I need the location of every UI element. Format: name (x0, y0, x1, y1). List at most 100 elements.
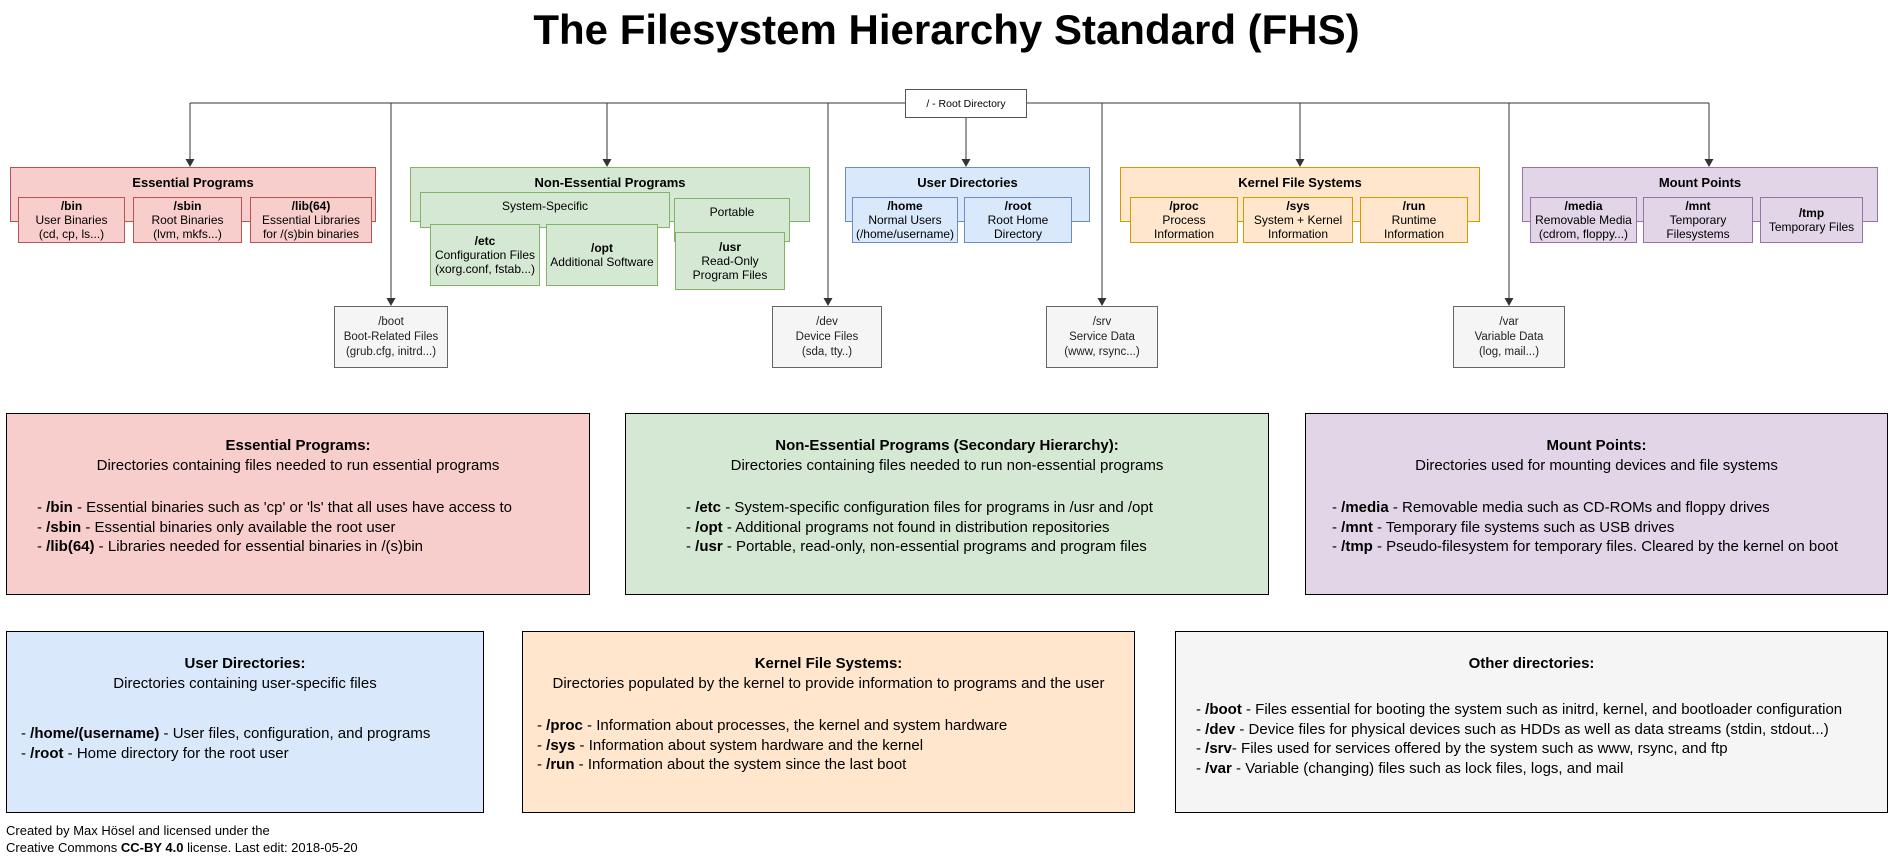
dir-detail: (/home/username) (855, 227, 955, 241)
item-term: /usr (695, 538, 723, 555)
node-proc: /proc Process Information (1130, 197, 1238, 243)
item-term: /dev (1205, 720, 1236, 738)
panel-item: - /dev - Device files for physical devic… (1196, 720, 1887, 740)
dir-detail: (grub.cfg, initrd...) (345, 345, 437, 358)
group-essential-programs-label: Essential Programs (132, 175, 254, 190)
item-desc: - Variable (changing) files such as lock… (1231, 759, 1624, 777)
item-desc: - Pseudo-filesystem for temporary files.… (1372, 538, 1839, 555)
dir-detail: (xorg.conf, fstab...) (434, 262, 536, 276)
node-mnt: /mnt Temporary Filesystems (1643, 197, 1753, 243)
panel-item: - /var - Variable (changing) files such … (1196, 759, 1887, 779)
dir-name: /bin (60, 199, 83, 213)
item-desc: - User files, configuration, and program… (159, 725, 431, 742)
dir-name: /root (1004, 199, 1032, 213)
panel-item: - /srv- Files used for services offered … (1196, 739, 1887, 759)
panel-subtitle: Directories containing files needed to r… (730, 457, 1164, 474)
panel-items: - /proc - Information about processes, t… (523, 716, 1134, 775)
panel-item: - /run - Information about the system si… (537, 755, 1134, 775)
bullet: - (1332, 499, 1342, 516)
panel-mount-points: Mount Points: Directories used for mount… (1305, 413, 1888, 595)
panel-item: - /usr - Portable, read-only, non-essent… (686, 537, 1268, 557)
item-desc: - Information about system hardware and … (575, 736, 924, 754)
dir-detail: Information (1383, 227, 1445, 241)
dir-desc: Service Data (1069, 330, 1135, 343)
panel-item: - /boot - Files essential for booting th… (1196, 700, 1887, 720)
node-dev: /dev Device Files (sda, tty..) (772, 306, 882, 368)
page-title: The Filesystem Hierarchy Standard (FHS) (533, 6, 1360, 53)
root-directory-node: / - Root Directory (905, 89, 1027, 118)
dir-detail: (lvm, mkfs...) (153, 227, 222, 241)
dir-name: /sbin (173, 199, 202, 213)
dir-desc: Temporary Files (1768, 220, 1855, 234)
panel-subtitle: Directories containing files needed to r… (96, 457, 500, 474)
node-etc: /etc Configuration Files (xorg.conf, fst… (430, 224, 540, 286)
panel-item: - /home/(username) - User files, configu… (21, 724, 483, 744)
panel-non-essential-programs: Non-Essential Programs (Secondary Hierar… (625, 413, 1269, 595)
node-sbin: /sbin Root Binaries (lvm, mkfs...) (133, 197, 242, 243)
item-desc: - Temporary file systems such as USB dri… (1372, 518, 1675, 536)
dir-detail: Information (1153, 227, 1215, 241)
dir-detail: (sda, tty..) (801, 345, 853, 358)
item-desc: - Additional programs not found in distr… (722, 518, 1110, 536)
panel-items: - /bin - Essential binaries such as 'cp'… (7, 498, 589, 557)
license-name: CC-BY 4.0 (120, 840, 184, 855)
dir-name: /dev (816, 315, 838, 328)
item-term: /srv (1205, 740, 1232, 757)
node-boot: /boot Boot-Related Files (grub.cfg, init… (334, 306, 448, 368)
panel-item: - /opt - Additional programs not found i… (686, 518, 1268, 538)
dir-desc: Removable Media (1535, 213, 1632, 227)
subgroup-system-specific-label: System-Specific (501, 199, 589, 213)
item-term: /sys (546, 736, 576, 754)
bullet: - (1332, 518, 1342, 536)
node-srv: /srv Service Data (www, rsync...) (1046, 306, 1158, 368)
bullet: - (1196, 720, 1206, 738)
group-kernel-file-systems-label: Kernel File Systems (1238, 175, 1362, 190)
panel-other-directories: Other directories: - /boot - Files essen… (1175, 631, 1888, 813)
subgroup-portable-label: Portable (709, 205, 755, 219)
dir-detail: (www, rsync...) (1064, 345, 1140, 358)
panel-item: - /proc - Information about processes, t… (537, 716, 1134, 736)
dir-name: /mnt (1685, 199, 1711, 213)
dir-name: /var (1499, 315, 1519, 328)
item-desc: - Information about the system since the… (574, 756, 907, 773)
bullet: - (537, 717, 547, 734)
item-term: /mnt (1341, 518, 1373, 536)
item-desc: - Device files for physical devices such… (1235, 720, 1829, 738)
dir-detail: Directory (993, 227, 1042, 241)
item-desc: - Libraries needed for essential binarie… (94, 538, 424, 555)
dir-detail: (log, mail...) (1478, 345, 1540, 358)
panel-item: - /mnt - Temporary file systems such as … (1332, 518, 1887, 538)
bullet: - (37, 499, 47, 516)
panel-title: Essential Programs: (225, 437, 371, 454)
node-usr: /usr Read-Only Program Files (675, 232, 785, 290)
node-tmp: /tmp Temporary Files (1760, 197, 1863, 243)
bullet: - (37, 538, 47, 555)
panel-item: - /sys - Information about system hardwa… (537, 736, 1134, 756)
panel-items: - /boot - Files essential for booting th… (1176, 700, 1887, 778)
dir-name: /media (1564, 199, 1603, 213)
panel-item: - /lib(64) - Libraries needed for essent… (37, 537, 589, 557)
dir-name: /tmp (1798, 206, 1825, 220)
item-term: /tmp (1341, 538, 1373, 555)
dir-desc: Root Home (987, 213, 1049, 227)
license-pre: Creative Commons (6, 840, 121, 855)
subgroup-system-specific: System-Specific (420, 192, 670, 228)
node-home: /home Normal Users (/home/username) (852, 197, 958, 243)
dir-desc: Normal Users (868, 213, 942, 227)
node-bin: /bin User Binaries (cd, cp, ls...) (18, 197, 125, 243)
node-run: /run Runtime Information (1360, 197, 1468, 243)
item-desc: - Home directory for the root user (63, 744, 289, 762)
bullet: - (686, 499, 696, 516)
panel-item: - /root - Home directory for the root us… (21, 744, 483, 764)
panel-title: Other directories: (1468, 655, 1595, 672)
dir-name: /home (887, 199, 923, 213)
item-desc: - Removable media such as CD-ROMs and fl… (1388, 499, 1770, 516)
item-desc: - System-specific configuration files fo… (721, 499, 1153, 516)
attribution: Created by Max Hösel and licensed under … (6, 822, 358, 856)
dir-name: /lib(64) (291, 199, 331, 213)
dir-detail: (cd, cp, ls...) (38, 227, 105, 241)
item-term: /media (1341, 499, 1389, 516)
group-non-essential-programs-label: Non-Essential Programs (534, 175, 686, 190)
node-media: /media Removable Media (cdrom, floppy...… (1530, 197, 1637, 243)
dir-desc: System + Kernel (1253, 213, 1343, 227)
